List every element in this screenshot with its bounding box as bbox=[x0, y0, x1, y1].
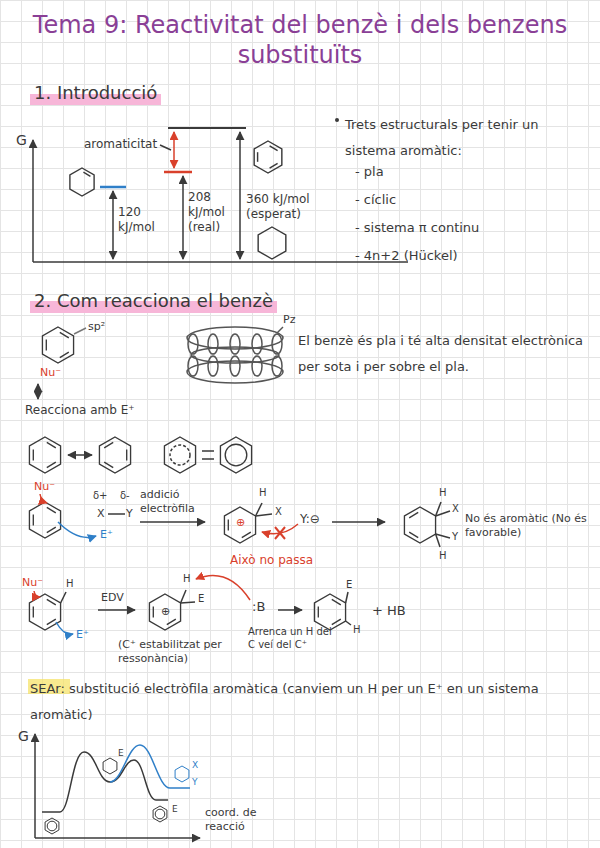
note-text: El benzè és pla i té alta densitat elect… bbox=[298, 328, 584, 380]
note-text: - sistema π continu bbox=[355, 220, 479, 236]
note-text: G bbox=[16, 132, 27, 150]
note-text: δ+ bbox=[93, 490, 108, 503]
note-text: coord. de reacció bbox=[205, 806, 277, 834]
note-text: X bbox=[192, 760, 198, 771]
note-text: Pz bbox=[283, 313, 295, 327]
note-text: ⊕ bbox=[161, 605, 170, 619]
note-text: Y:⊖ bbox=[300, 512, 320, 527]
note-text: E bbox=[198, 593, 204, 606]
note-text: G bbox=[18, 728, 29, 746]
note-text: X bbox=[97, 507, 105, 521]
note-text: H bbox=[353, 624, 361, 637]
energy-diagram bbox=[33, 118, 408, 262]
note-text: - 4n+2 (Hückel) bbox=[355, 248, 458, 264]
reaction-profile bbox=[35, 734, 200, 838]
note-text: 208 kJ/mol (real) bbox=[188, 190, 234, 235]
note-text: E bbox=[118, 748, 124, 759]
page-title: Tema 9: Reactivitat del benzè i dels ben… bbox=[25, 10, 575, 70]
note-text: H bbox=[439, 487, 447, 500]
note-text: Nu⁻ bbox=[22, 576, 43, 590]
note-text: Reacciona amb E⁺ bbox=[25, 403, 135, 418]
note-text: Arrenca un H del C veí del C⁺ bbox=[248, 626, 340, 651]
note-text: Y bbox=[192, 777, 198, 788]
note-text: Això no passa bbox=[230, 553, 313, 568]
note-text: H bbox=[439, 550, 447, 563]
note-text: sp² bbox=[88, 320, 105, 334]
note-text: - pla bbox=[355, 164, 384, 180]
note-text: δ- bbox=[120, 490, 130, 503]
note-text: H bbox=[66, 578, 74, 591]
note-text: SEAr: substitució electròfila aromàtica … bbox=[30, 676, 585, 728]
note-text: Y bbox=[452, 531, 458, 544]
note-text: E⁺ bbox=[100, 528, 113, 542]
note-text: addició electròfila bbox=[140, 488, 212, 516]
note-text: Nu⁻ bbox=[40, 366, 61, 380]
note-text: E bbox=[172, 804, 178, 815]
note-text: 2. Com reacciona el benzè bbox=[30, 290, 277, 313]
note-text: 120 kJ/mol bbox=[118, 205, 162, 235]
note-text: H bbox=[259, 487, 267, 500]
note-text: + HB bbox=[372, 603, 406, 619]
note-text: :B bbox=[252, 599, 265, 615]
note-text: Y bbox=[126, 507, 133, 521]
note-text: Nu⁻ bbox=[34, 480, 55, 494]
note-text: aromaticitat bbox=[84, 137, 157, 152]
note-text: 360 kJ/mol (esperat) bbox=[246, 192, 326, 222]
note-text: EDV bbox=[101, 591, 124, 605]
note-text: 1. Introducció bbox=[30, 82, 161, 105]
note-text: X bbox=[452, 503, 459, 516]
note-text: X bbox=[275, 506, 282, 519]
note-text: H bbox=[183, 573, 191, 586]
note-text: No és aromàtic (No és favorable) bbox=[465, 512, 587, 540]
note-text: Trets estructurals per tenir un sistema … bbox=[345, 112, 587, 164]
note-text: E bbox=[346, 579, 352, 592]
note-text: - cíclic bbox=[355, 192, 396, 208]
note-text: E⁺ bbox=[76, 628, 89, 642]
note-text: ⊕ bbox=[236, 516, 245, 530]
note-text: (C⁺ estabilitzat per ressonància) bbox=[118, 638, 233, 666]
